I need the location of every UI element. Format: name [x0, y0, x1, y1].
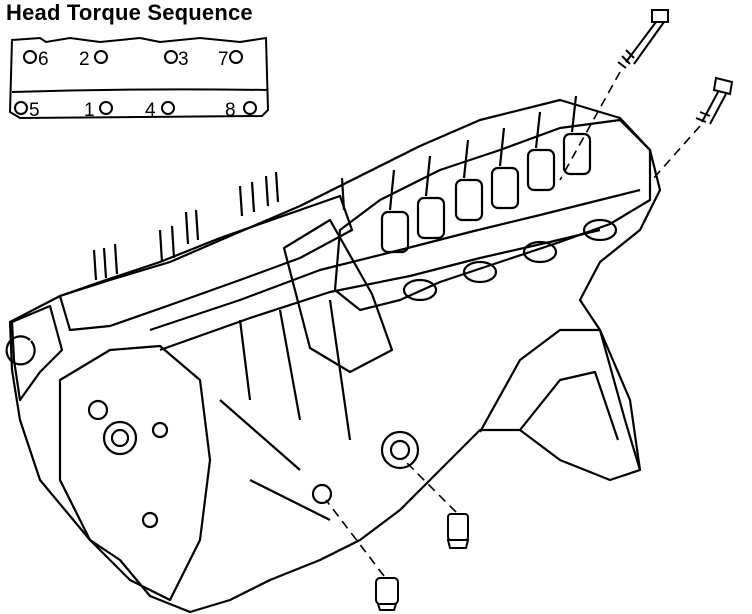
leader-line-lower-right [403, 459, 457, 513]
torque-sequence-inset [8, 36, 270, 120]
seq-number-top-2: 2 [79, 49, 90, 70]
plug-lower [375, 577, 399, 611]
bellhousing-flange [5, 304, 64, 402]
freeze-plug [380, 430, 420, 470]
seq-number-top-4: 7 [218, 49, 229, 70]
exhaust-ports [402, 218, 618, 302]
bolt-hole-8 [243, 101, 257, 115]
deck-line [149, 188, 641, 332]
right-cylinder-head [333, 118, 652, 312]
leader-line-upper [559, 71, 621, 181]
head-bolt-right [695, 76, 734, 125]
head-gasket [282, 218, 394, 374]
cam-bore [87, 399, 109, 421]
bolt-hole-2 [94, 50, 108, 64]
seq-number-top-1: 6 [38, 49, 49, 70]
deck-line-lower [159, 228, 601, 352]
valve-springs [380, 95, 592, 254]
freeze-plug-inner [389, 439, 411, 461]
bolt-hole-6 [23, 50, 37, 64]
bolt-hole-7 [229, 50, 243, 64]
engine-block [5, 95, 662, 614]
seq-number-bottom-2: 1 [84, 100, 95, 121]
drain-boss [311, 483, 333, 505]
left-cylinder-head [58, 194, 354, 332]
oil-pan [479, 328, 642, 471]
seq-number-bottom-4: 8 [225, 100, 236, 121]
left-head-studs [92, 171, 346, 281]
plug-lower-right [446, 513, 470, 549]
head-mating-edge [11, 88, 269, 93]
block-outline [8, 98, 662, 614]
bolt-hole-5 [14, 101, 28, 115]
bolt-boss-a [151, 421, 169, 439]
crank-seal [102, 420, 138, 456]
cylinder-head-outline [8, 36, 270, 120]
diagram-title: Head Torque Sequence [6, 0, 253, 25]
timing-cover [58, 344, 212, 602]
crank-seal-inner [110, 428, 130, 448]
torque-sequence-numbers: 6 2 3 7 5 1 4 8 [29, 49, 236, 121]
leader-line-right [651, 125, 701, 181]
bolt-hole-1 [99, 101, 113, 115]
bolt-boss-b [141, 511, 159, 529]
seq-number-bottom-1: 5 [29, 100, 40, 121]
seq-number-bottom-3: 4 [145, 100, 156, 121]
leader-line-lower [325, 499, 385, 577]
seq-number-top-3: 3 [178, 49, 189, 70]
head-bolt-upper [617, 9, 669, 69]
block-ribs [219, 299, 352, 521]
bolt-hole-3 [164, 50, 178, 64]
bolt-hole-4 [161, 101, 175, 115]
